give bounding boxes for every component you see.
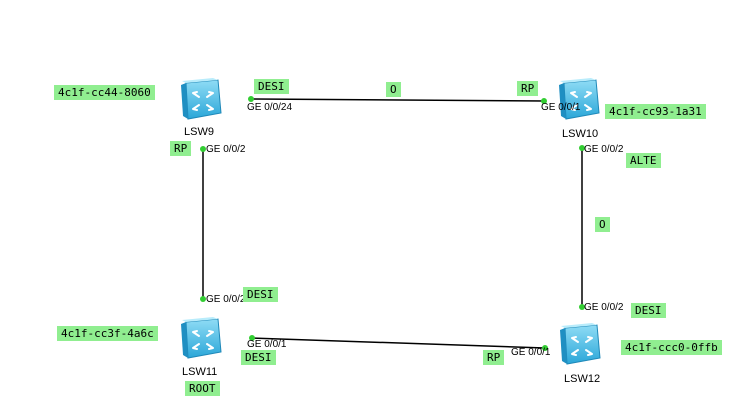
root-label: ROOT (185, 381, 220, 396)
port-dot (542, 345, 548, 351)
role-label: RP (483, 350, 505, 365)
port-label: GE 0/0/24 (247, 102, 293, 113)
port-dot (200, 296, 206, 302)
port-label: GE 0/0/2 (206, 144, 246, 155)
link-cost-label: O (386, 82, 401, 97)
port-dot (248, 96, 254, 102)
role-label: ALTE (626, 153, 661, 168)
role-label: RP (170, 141, 192, 156)
port-label: GE 0/0/2 (584, 144, 624, 155)
mac-label-lsw10: 4c1f-cc93-1a31 (605, 104, 706, 119)
link-cost-label: O (595, 217, 610, 232)
link-lsw11-lsw12[interactable] (250, 337, 546, 349)
port-label: GE 0/0/2 (584, 302, 624, 313)
port-dot (249, 335, 255, 341)
device-name-lsw10: LSW10 (562, 128, 599, 140)
port-dot (579, 145, 585, 151)
role-label: RP (517, 81, 539, 96)
mac-label-lsw11: 4c1f-cc3f-4a6c (57, 326, 158, 341)
role-label: DESI (631, 303, 666, 318)
switch-icon[interactable] (180, 316, 222, 359)
port-label: GE 0/0/1 (247, 339, 287, 350)
device-name-lsw12: LSW12 (564, 373, 601, 385)
mac-label-lsw12: 4c1f-ccc0-0ffb (621, 340, 722, 355)
port-label: GE 0/0/2 (206, 294, 246, 305)
port-label: GE 0/0/1 (511, 347, 551, 358)
link-lsw9-lsw10[interactable] (248, 98, 546, 102)
role-label: DESI (254, 79, 289, 94)
device-name-lsw11: LSW11 (182, 366, 218, 378)
mac-label-lsw9: 4c1f-cc44-8060 (54, 85, 155, 100)
port-label: GE 0/0/1 (541, 102, 581, 113)
device-name-lsw9: LSW9 (184, 126, 214, 138)
switch-icon[interactable] (559, 322, 601, 365)
role-label: DESI (241, 350, 276, 365)
port-dot (579, 304, 585, 310)
role-label: DESI (243, 287, 278, 302)
switch-icon[interactable] (180, 77, 222, 120)
port-dot (541, 98, 547, 104)
port-dot (200, 146, 206, 152)
